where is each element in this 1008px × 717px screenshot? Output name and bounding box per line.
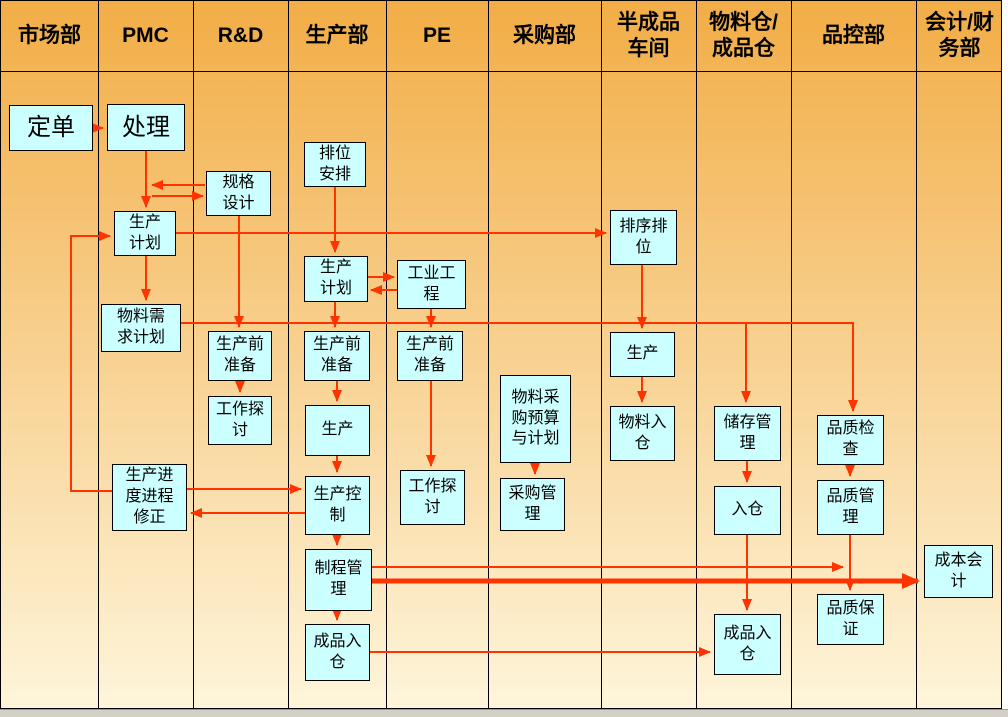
node-material-in: 物料入 仓 xyxy=(610,406,675,461)
node-prod-preprod: 生产前 准备 xyxy=(304,331,370,381)
node-quality-assurance: 品质保 证 xyxy=(817,594,884,645)
lane-header-rd: R&D xyxy=(217,23,264,47)
node-quality-mgmt: 品质管 理 xyxy=(817,480,884,535)
lane-header-quality-control: 品控部 xyxy=(822,23,885,47)
lane-header-warehouse: 物料仓/ 成品仓 xyxy=(709,10,778,60)
lane-header-pe: PE xyxy=(422,23,451,47)
node-finished-in-wh: 成品入 仓 xyxy=(714,614,781,675)
node-industrial-eng: 工业工 程 xyxy=(397,260,466,309)
lane-divider xyxy=(288,1,289,708)
header-rule xyxy=(1,71,1001,72)
node-cost-accounting: 成本会 计 xyxy=(924,545,993,598)
node-storage-mgmt: 储存管 理 xyxy=(714,406,781,461)
lane-header-semi-workshop: 半成品 车间 xyxy=(617,10,680,60)
node-pe-preprod: 生产前 准备 xyxy=(397,331,463,381)
lane-divider xyxy=(791,1,792,708)
node-sequence-seat: 排序排 位 xyxy=(610,210,677,265)
node-handle: 处理 xyxy=(107,104,185,151)
lane-divider xyxy=(488,1,489,708)
lane-divider xyxy=(916,1,917,708)
node-rd-preprod: 生产前 准备 xyxy=(208,331,272,381)
lane-header-accounting: 会计/财 务部 xyxy=(925,10,994,60)
node-purchase-budget-plan: 物料采 购预算 与计划 xyxy=(500,375,571,463)
node-process-mgmt: 制程管 理 xyxy=(305,549,372,611)
window-bottom-edge xyxy=(0,709,1008,717)
lane-header-production: 生产部 xyxy=(305,23,369,47)
node-progress-fix: 生产进 度进程 修正 xyxy=(112,464,187,531)
lane-header-marketing: 市场部 xyxy=(18,23,81,47)
node-pe-discussion: 工作探 讨 xyxy=(400,470,465,525)
lane-divider xyxy=(386,1,387,708)
right-edge-strip xyxy=(1002,0,1008,709)
lane-divider xyxy=(98,1,99,708)
node-finished-in-prod: 成品入 仓 xyxy=(305,624,370,681)
node-production: 生产 xyxy=(305,405,370,456)
lane-divider xyxy=(601,1,602,708)
node-material-req-plan: 物料需 求计划 xyxy=(101,304,181,352)
node-semi-production: 生产 xyxy=(610,332,675,377)
node-spec-design: 规格 设计 xyxy=(206,171,271,216)
node-pmc-prod-plan: 生产 计划 xyxy=(114,211,176,256)
node-seat-arrange: 排位 安排 xyxy=(304,142,366,187)
lane-divider xyxy=(696,1,697,708)
node-prod-plan: 生产 计划 xyxy=(304,256,368,302)
node-rd-discussion: 工作探 讨 xyxy=(208,396,272,445)
lane-header-pmc: PMC xyxy=(122,23,169,47)
lane-divider xyxy=(193,1,194,708)
node-order: 定单 xyxy=(9,105,93,151)
node-prod-control: 生产控 制 xyxy=(305,476,370,535)
node-warehouse-in: 入仓 xyxy=(714,486,781,535)
node-purchase-mgmt: 采购管 理 xyxy=(500,478,565,531)
lane-header-purchasing: 采购部 xyxy=(513,23,576,47)
arrow-progressfix-to-pmcplan-feedback xyxy=(70,231,112,492)
node-quality-check: 品质检 查 xyxy=(817,415,884,465)
